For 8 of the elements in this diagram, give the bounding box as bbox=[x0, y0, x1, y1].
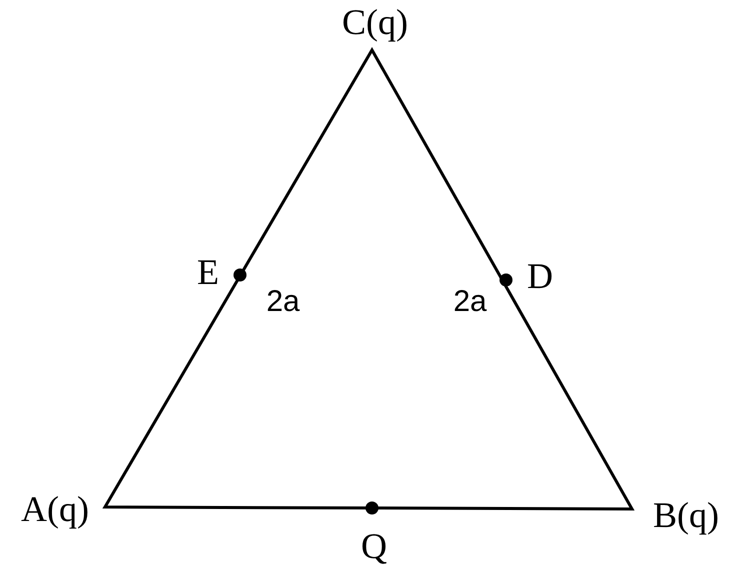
length-label: 2a bbox=[266, 287, 300, 317]
point-label: Q bbox=[361, 528, 387, 564]
point-label: E bbox=[197, 254, 219, 290]
vertex-label: C(q) bbox=[342, 4, 408, 40]
vertex-label: B(q) bbox=[653, 497, 719, 533]
point-label: D bbox=[527, 258, 553, 294]
vertex-label: A(q) bbox=[21, 491, 89, 527]
length-label: 2a bbox=[453, 287, 487, 317]
